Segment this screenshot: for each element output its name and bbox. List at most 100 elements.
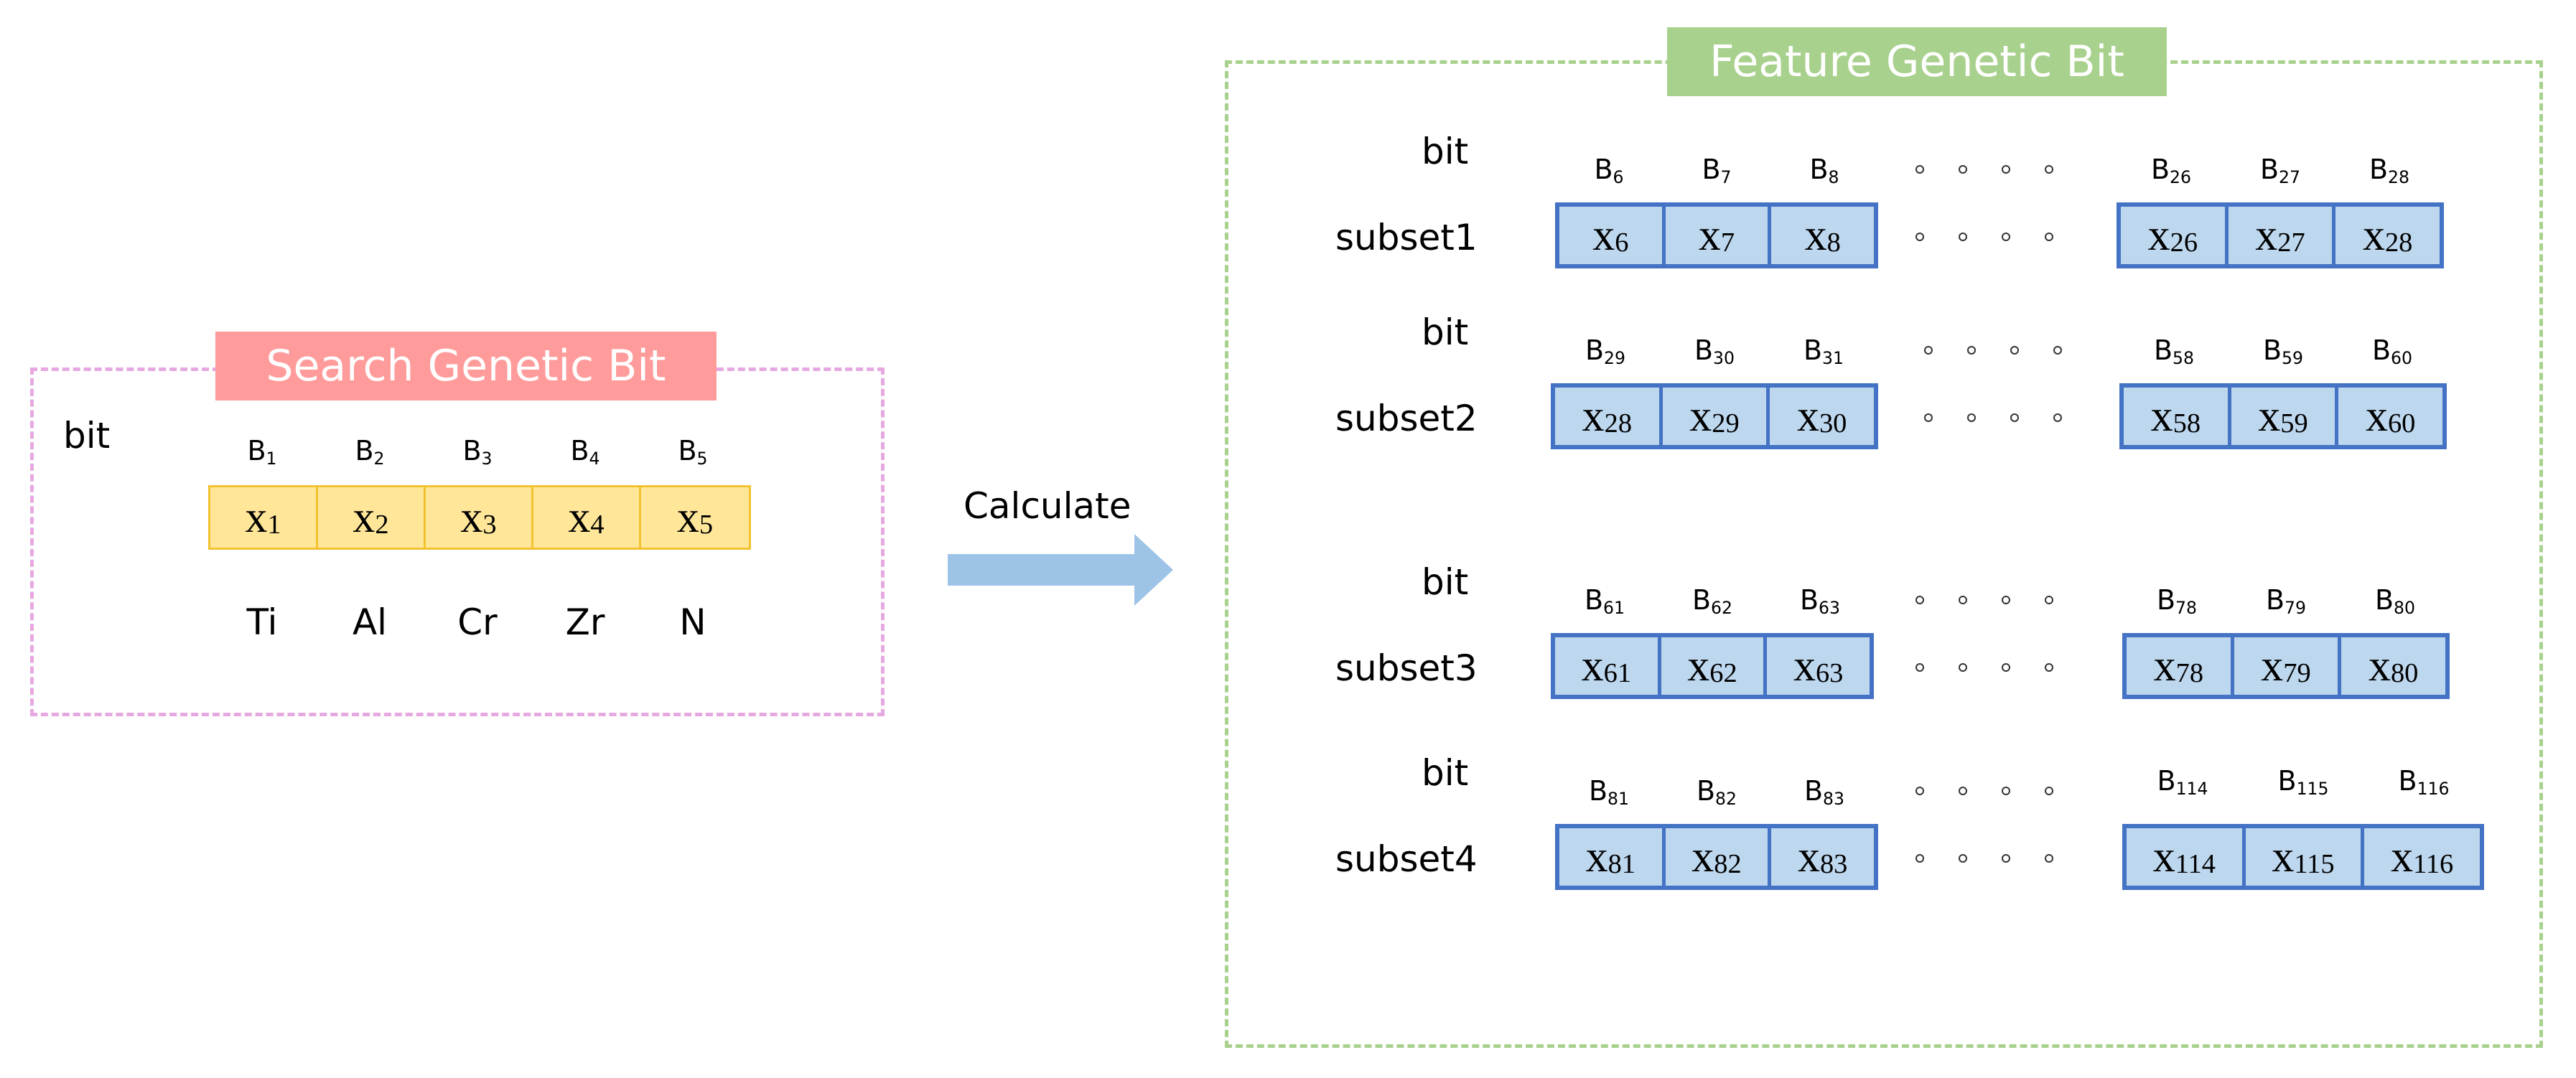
feature-bit-label-item: B79 (2265, 584, 2307, 618)
ellipsis-dot-icon (1915, 787, 1924, 795)
feature-bit-label: bit (1422, 131, 1469, 172)
ellipsis-dot-icon (2002, 233, 2010, 241)
ellipsis-dot-icon (2002, 663, 2010, 672)
feature-bit-label-item: B62 (1691, 584, 1733, 618)
ellipsis-dot-icon (2010, 346, 2019, 355)
ellipsis-dot-icon (1959, 233, 1967, 241)
element-label: Zr (565, 601, 605, 643)
right-arrow-icon (948, 534, 1173, 606)
feature-bit-label-item: B29 (1585, 334, 1626, 368)
ellipsis-dot-icon (2045, 854, 2053, 863)
search-bit-label-item: B1 (247, 435, 277, 469)
ellipsis-dot-icon (1967, 413, 1976, 422)
search-bit-label-item: B5 (678, 435, 708, 469)
feature-bit-label-item: B6 (1594, 154, 1624, 187)
ellipsis-dot-icon (2053, 346, 2062, 355)
feature-bit-label-item: B82 (1696, 775, 1737, 809)
ellipsis-dot-icon (1915, 165, 1924, 174)
element-label: N (679, 601, 706, 643)
feature-bit-label-item: B114 (2157, 765, 2208, 799)
ellipsis-dot-icon (2002, 165, 2010, 174)
feature-bit-label: bit (1422, 752, 1469, 794)
ellipsis-dot-icon (2002, 854, 2010, 863)
feature-genetic-bit-title: Feature Genetic Bit (1667, 27, 2167, 96)
search-bit-label-item: B3 (462, 435, 493, 469)
ellipsis-dot-icon (1967, 346, 1976, 355)
feature-bit-label-item: B59 (2262, 334, 2304, 368)
ellipsis-dot-icon (1959, 165, 1967, 174)
ellipsis-dots (1924, 413, 2062, 422)
ellipsis-dot-icon (2045, 233, 2053, 241)
ellipsis-dot-icon (1915, 233, 1924, 241)
feature-bit-label-item: B58 (2153, 334, 2195, 368)
feature-bit-label-item: B80 (2374, 584, 2416, 618)
subset-name: subset2 (1335, 398, 1478, 439)
ellipsis-dot-icon (1959, 854, 1967, 863)
ellipsis-dot-icon (1924, 413, 1933, 422)
feature-bit-label-item: B28 (2369, 154, 2410, 187)
subset-name: subset3 (1335, 647, 1478, 689)
ellipsis-dots (1915, 854, 2053, 863)
ellipsis-dot-icon (2045, 596, 2053, 604)
element-label: Ti (246, 601, 278, 643)
feature-bit-label-item: B30 (1694, 334, 1735, 368)
ellipsis-dot-icon (2002, 596, 2010, 604)
ellipsis-dots (1924, 346, 2062, 355)
ellipsis-dots (1915, 165, 2053, 174)
ellipsis-dot-icon (2045, 165, 2053, 174)
feature-bit-label-item: B83 (1803, 775, 1845, 809)
feature-bit-label-item: B27 (2259, 154, 2301, 187)
ellipsis-dot-icon (2010, 413, 2019, 422)
ellipsis-dots (1915, 787, 2053, 795)
feature-bit-label-item: B115 (2277, 765, 2329, 799)
ellipsis-dot-icon (1959, 787, 1967, 795)
feature-bit-label-item: B63 (1799, 584, 1841, 618)
feature-bit-label: bit (1422, 311, 1469, 353)
feature-bit-label-item: B8 (1809, 154, 1839, 187)
ellipsis-dot-icon (2053, 413, 2062, 422)
feature-bit-label-item: B7 (1702, 154, 1732, 187)
feature-bit-label-item: B60 (2371, 334, 2413, 368)
ellipsis-dot-icon (1915, 663, 1924, 672)
search-bit-label-item: B2 (355, 435, 385, 469)
element-label: Al (352, 601, 388, 643)
feature-bit-label-item: B116 (2398, 765, 2450, 799)
ellipsis-dot-icon (1915, 596, 1924, 604)
ellipsis-dot-icon (1959, 663, 1967, 672)
feature-bit-label-item: B78 (2156, 584, 2198, 618)
ellipsis-dot-icon (1959, 596, 1967, 604)
calculate-label: Calculate (963, 485, 1131, 527)
ellipsis-dots (1915, 663, 2053, 672)
ellipsis-dot-icon (1915, 854, 1924, 863)
feature-bit-label-item: B31 (1803, 334, 1844, 368)
ellipsis-dot-icon (1924, 346, 1933, 355)
